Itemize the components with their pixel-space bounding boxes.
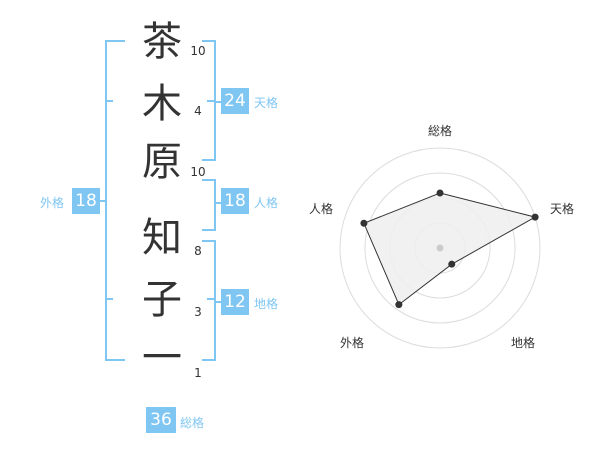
radar-axis-label-gaikaku: 外格 (340, 336, 365, 350)
radar-axis-label-chikaku: 地格 (511, 336, 536, 350)
chikaku-label: 地格 (254, 297, 279, 311)
radar-point-3 (448, 260, 456, 268)
jinkaku-bracket (202, 179, 216, 231)
stroke-count-3: 10 (190, 165, 206, 179)
bracket-connector (214, 301, 222, 303)
radar-data-polygon (363, 192, 537, 306)
radar-point-5 (360, 219, 368, 227)
radar-point-1 (436, 189, 444, 197)
soukaku-label: 総格 (180, 416, 205, 430)
gaikaku-label: 外格 (40, 196, 65, 210)
stroke-count-1: 10 (190, 44, 206, 58)
name-char-1: 茶 (142, 19, 182, 65)
radar-axis-label-soukaku: 総格 (428, 124, 453, 138)
bracket-tick (105, 298, 113, 300)
name-char-4: 知 (142, 215, 182, 261)
stroke-count-4: 8 (194, 244, 202, 258)
soukaku-value: 36 (146, 407, 176, 433)
radar-point-4 (395, 301, 403, 309)
gaikaku-bracket (105, 40, 125, 361)
tenkaku-label: 天格 (254, 96, 279, 110)
name-char-3: 原 (142, 139, 182, 185)
chikaku-value: 12 (221, 289, 249, 315)
radar-center-dot (436, 244, 444, 252)
bracket-tick (207, 298, 215, 300)
bracket-connector (97, 200, 106, 202)
gaikaku-value: 18 (72, 188, 100, 214)
radar-grid-ring (364, 172, 516, 324)
stroke-count-5: 3 (194, 305, 202, 319)
radar-grid-ring (339, 147, 541, 349)
name-char-5: 子 (142, 277, 182, 323)
name-char-2: 木 (142, 81, 182, 127)
jinkaku-value: 18 (221, 188, 249, 214)
bracket-tick (105, 100, 113, 102)
jinkaku-label: 人格 (254, 196, 279, 210)
bracket-tick (207, 100, 215, 102)
radar-point-2 (531, 213, 539, 221)
tenkaku-value: 24 (221, 88, 249, 114)
chikaku-bracket (202, 240, 216, 361)
stroke-count-6: 1 (194, 366, 202, 380)
radar-axis-label-tenkaku: 天格 (550, 202, 575, 216)
tenkaku-bracket (202, 40, 216, 161)
bracket-connector (214, 101, 222, 103)
bracket-connector (214, 202, 222, 204)
radar-axis-label-jinkaku: 人格 (309, 202, 334, 216)
name-char-6: 一 (142, 335, 182, 381)
stroke-count-2: 4 (194, 104, 202, 118)
